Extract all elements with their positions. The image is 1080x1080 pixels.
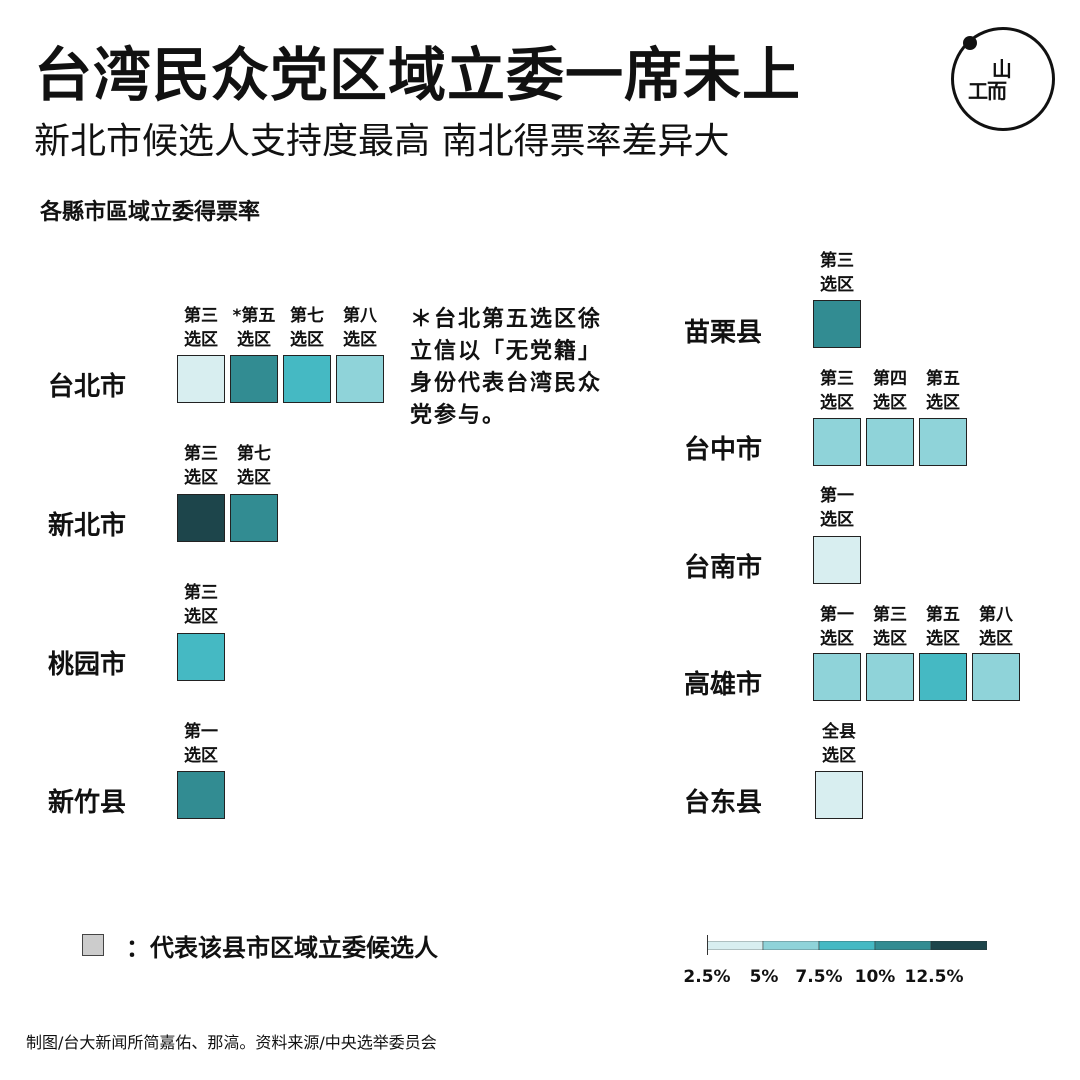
chart-subtitle: 新北市候选人支持度最高 南北得票率差异大 <box>34 121 730 162</box>
district-label: 第三选区 <box>184 444 218 488</box>
color-scale-bar <box>707 941 987 950</box>
scale-bin-4 <box>874 941 932 950</box>
district-square <box>813 418 861 466</box>
district-square <box>177 633 225 681</box>
district-square <box>177 355 225 403</box>
district-square <box>815 771 863 819</box>
brand-logo: 山 工而 <box>951 27 1055 131</box>
district-square <box>813 653 861 701</box>
scale-label-3: 7.5% <box>795 967 843 987</box>
region-name: 苗栗县 <box>684 318 763 348</box>
region-name: 台北市 <box>48 372 127 402</box>
chart-title: 台湾民众党区域立委一席未上 <box>34 41 802 109</box>
scale-label-1: 2.5% <box>683 967 731 987</box>
district-square <box>813 300 861 348</box>
district-square <box>177 494 225 542</box>
district-label: 第三选区 <box>184 583 218 627</box>
logo-dot-icon <box>963 36 977 50</box>
scale-bin-3 <box>818 941 876 950</box>
region-name: 新竹县 <box>48 788 127 818</box>
district-label: 第八选区 <box>979 605 1013 649</box>
district-square <box>972 653 1020 701</box>
legend-candidate-swatch <box>82 934 104 956</box>
district-square <box>283 355 331 403</box>
district-square <box>919 418 967 466</box>
district-label: 第七选区 <box>237 444 271 488</box>
district-square <box>230 355 278 403</box>
district-label: 第三选区 <box>184 306 218 350</box>
district-square <box>230 494 278 542</box>
section-title: 各縣市區域立委得票率 <box>40 200 261 225</box>
district-label: 第三选区 <box>873 605 907 649</box>
district-square <box>866 653 914 701</box>
district-label: 全县选区 <box>822 722 856 766</box>
region-name: 高雄市 <box>684 670 763 700</box>
district-square <box>919 653 967 701</box>
district-square <box>866 418 914 466</box>
region-name: 台东县 <box>684 788 763 818</box>
district-label: 第一选区 <box>184 722 218 766</box>
district-square <box>336 355 384 403</box>
district-label: 第五选区 <box>926 605 960 649</box>
district-label: 第三选区 <box>820 251 854 295</box>
district-square <box>177 771 225 819</box>
district-label: 第七选区 <box>290 306 324 350</box>
district-label: 第三选区 <box>820 369 854 413</box>
district-label: 第一选区 <box>820 605 854 649</box>
region-name: 桃园市 <box>48 650 127 680</box>
footnote-note: ＊台北第五选区徐立信以「无党籍」身份代表台湾民众党参与。 <box>410 307 603 428</box>
scale-bin-5 <box>930 941 987 950</box>
district-label: 第八选区 <box>343 306 377 350</box>
scale-bin-1 <box>707 941 764 950</box>
scale-label-5: 12.5% <box>904 967 964 987</box>
scale-start-tick <box>707 935 708 955</box>
district-label: 第四选区 <box>873 369 907 413</box>
district-label: *第五选区 <box>232 306 276 350</box>
logo-glyph: 山 工而 <box>968 57 1012 103</box>
district-label: 第五选区 <box>926 369 960 413</box>
scale-label-2: 5% <box>749 967 779 987</box>
legend-candidate-label: ：代表该县市区域立委候选人 <box>126 934 438 962</box>
region-name: 台中市 <box>684 435 763 465</box>
region-name: 新北市 <box>48 511 127 541</box>
district-label: 第一选区 <box>820 486 854 530</box>
credit-line: 制图/台大新闻所简嘉佑、那滈。资料来源/中央选举委员会 <box>26 1033 437 1052</box>
scale-label-4: 10% <box>854 967 896 987</box>
district-square <box>813 536 861 584</box>
scale-bin-2 <box>762 941 820 950</box>
region-name: 台南市 <box>684 553 763 583</box>
